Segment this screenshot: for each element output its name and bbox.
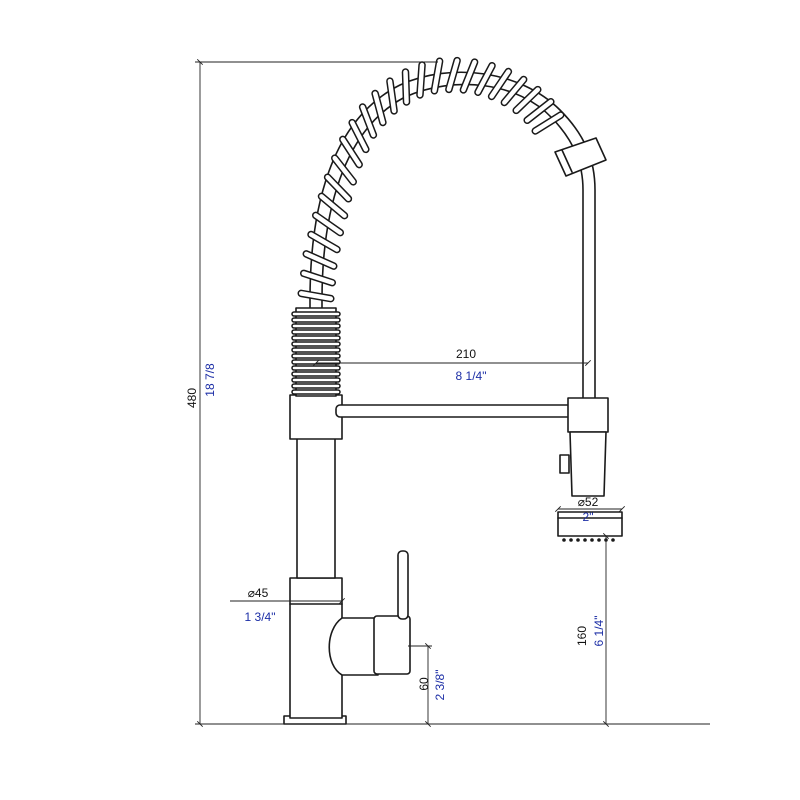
- coil-ring: [291, 353, 341, 359]
- coil-winding: [311, 211, 345, 237]
- dimension-spout-reach: 210 8 1/4": [312, 347, 592, 383]
- coil-ring: [291, 335, 341, 341]
- coil-winding: [531, 111, 565, 135]
- coil-winding: [339, 135, 363, 169]
- coil-winding: [523, 98, 555, 124]
- nozzle: [562, 538, 566, 542]
- coil-winding: [358, 103, 378, 139]
- spout-reach-imperial: 8 1/4": [456, 369, 487, 383]
- coil-winding: [474, 62, 496, 96]
- nozzle: [590, 538, 594, 542]
- coil-ring: [291, 323, 341, 329]
- spray-head-dock: [554, 137, 607, 177]
- spray-head-diameter-imperial: 2": [583, 510, 594, 524]
- dimension-total-height: 480 18 7/8: [185, 58, 710, 728]
- spray-nozzles: [562, 538, 615, 542]
- coil-winding: [371, 89, 387, 127]
- nozzle: [597, 538, 601, 542]
- coil-winding: [331, 154, 357, 186]
- coil-ring: [291, 347, 341, 353]
- coil-winding: [317, 192, 349, 220]
- dimension-spray-head-diameter: ⌀52 2": [554, 495, 626, 524]
- spring-coil: [297, 56, 565, 303]
- total-height-metric: 480: [185, 388, 199, 408]
- spring-hose-inner: [321, 83, 584, 401]
- coil-ring: [291, 383, 341, 389]
- dimension-handle-height: 60 2 3/8": [408, 642, 447, 728]
- coil-winding: [348, 118, 370, 154]
- coil-winding: [307, 230, 341, 254]
- coil-ring: [291, 365, 341, 371]
- coil-winding: [299, 269, 337, 287]
- pull-down-spray-head: [557, 397, 623, 542]
- coil-ring: [291, 389, 341, 395]
- dimension-spray-head-height: 160 6 1/4": [575, 532, 610, 728]
- nozzle: [576, 538, 580, 542]
- spray-head-diameter-metric: ⌀52: [578, 495, 599, 509]
- nozzle: [569, 538, 573, 542]
- coil-winding: [445, 56, 461, 94]
- coil-winding: [302, 250, 338, 270]
- lever-handle: [328, 550, 411, 676]
- spout-bar: [335, 404, 573, 418]
- body-diameter-imperial: 1 3/4": [245, 610, 276, 624]
- body-diameter-metric: ⌀45: [248, 586, 269, 600]
- coil-winding: [297, 289, 335, 303]
- coil-ring: [291, 311, 341, 317]
- coil-winding: [459, 58, 479, 94]
- coil-winding: [430, 57, 444, 95]
- coil-winding: [401, 68, 411, 106]
- spray-head-height-metric: 160: [575, 626, 589, 646]
- coil-ring: [291, 329, 341, 335]
- spout-reach-metric: 210: [456, 347, 476, 361]
- coil-ring: [291, 371, 341, 377]
- coil-winding: [487, 67, 513, 101]
- nozzle: [611, 538, 615, 542]
- spray-head-height-imperial: 6 1/4": [592, 616, 606, 647]
- coil-ring: [291, 317, 341, 323]
- coil-ring: [291, 377, 341, 383]
- total-height-imperial: 18 7/8: [203, 363, 217, 397]
- coil-winding: [386, 77, 398, 115]
- coil-winding: [416, 61, 426, 99]
- nozzle: [583, 538, 587, 542]
- coil-winding: [323, 173, 353, 203]
- handle-height-metric: 60: [417, 677, 431, 691]
- coil-winding: [512, 85, 542, 115]
- coil-winding: [500, 75, 528, 107]
- coil-ring: [291, 341, 341, 347]
- handle-height-imperial: 2 3/8": [433, 670, 447, 701]
- dimension-body-diameter: ⌀45 1 3/4": [230, 586, 346, 624]
